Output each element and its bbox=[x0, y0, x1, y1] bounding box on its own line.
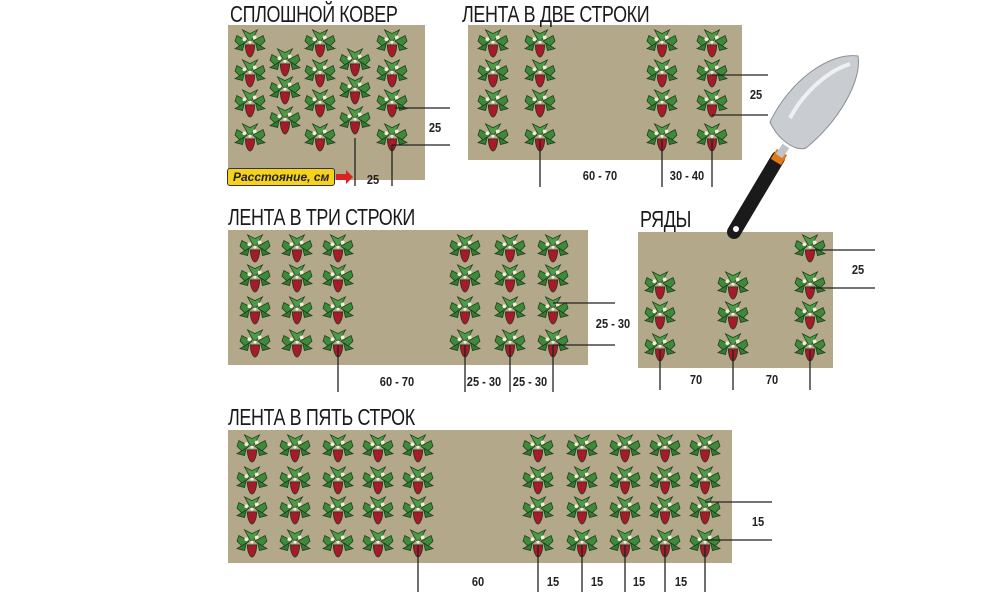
five-rows-between-lines-1: 15 bbox=[546, 574, 560, 589]
title-carpet: СПЛОШНОЙ КОВЕР bbox=[230, 1, 398, 27]
carpet-row-spacing: 25 bbox=[428, 120, 442, 135]
five-rows-bed bbox=[228, 430, 732, 563]
five-rows-between-lines-4: 15 bbox=[674, 574, 688, 589]
three-rows-between-lines-1: 25 - 30 bbox=[466, 374, 502, 389]
rows-row-spacing: 25 bbox=[851, 262, 865, 277]
title-two-rows: ЛЕНТА В ДВЕ СТРОКИ bbox=[462, 1, 650, 27]
two-rows-between-lines: 30 - 40 bbox=[669, 168, 705, 183]
three-rows-bed bbox=[228, 230, 588, 365]
two-rows-row-spacing: 25 bbox=[749, 87, 763, 102]
three-rows-between-ribbons: 60 - 70 bbox=[379, 374, 415, 389]
title-five-rows: ЛЕНТА В ПЯТЬ СТРОК bbox=[228, 404, 415, 430]
three-rows-between-lines-2: 25 - 30 bbox=[512, 374, 548, 389]
five-rows-between-ribbons: 60 bbox=[471, 574, 485, 589]
three-rows-row-spacing: 25 - 30 bbox=[595, 316, 631, 331]
arrow-icon bbox=[336, 170, 353, 184]
five-rows-between-lines-3: 15 bbox=[632, 574, 646, 589]
five-rows-between-lines-2: 15 bbox=[590, 574, 604, 589]
distance-legend: Расстояние, см bbox=[227, 168, 336, 186]
title-three-rows: ЛЕНТА В ТРИ СТРОКИ bbox=[228, 204, 415, 230]
rows-between-rows-2: 70 bbox=[765, 372, 779, 387]
title-rows: РЯДЫ bbox=[640, 206, 692, 232]
rows-between-rows-1: 70 bbox=[689, 372, 703, 387]
carpet-plant-spacing: 25 bbox=[366, 172, 380, 187]
two-rows-bed bbox=[468, 25, 742, 160]
two-rows-between-ribbons: 60 - 70 bbox=[582, 168, 618, 183]
trowel-icon bbox=[727, 55, 859, 239]
five-rows-row-spacing: 15 bbox=[751, 514, 765, 529]
